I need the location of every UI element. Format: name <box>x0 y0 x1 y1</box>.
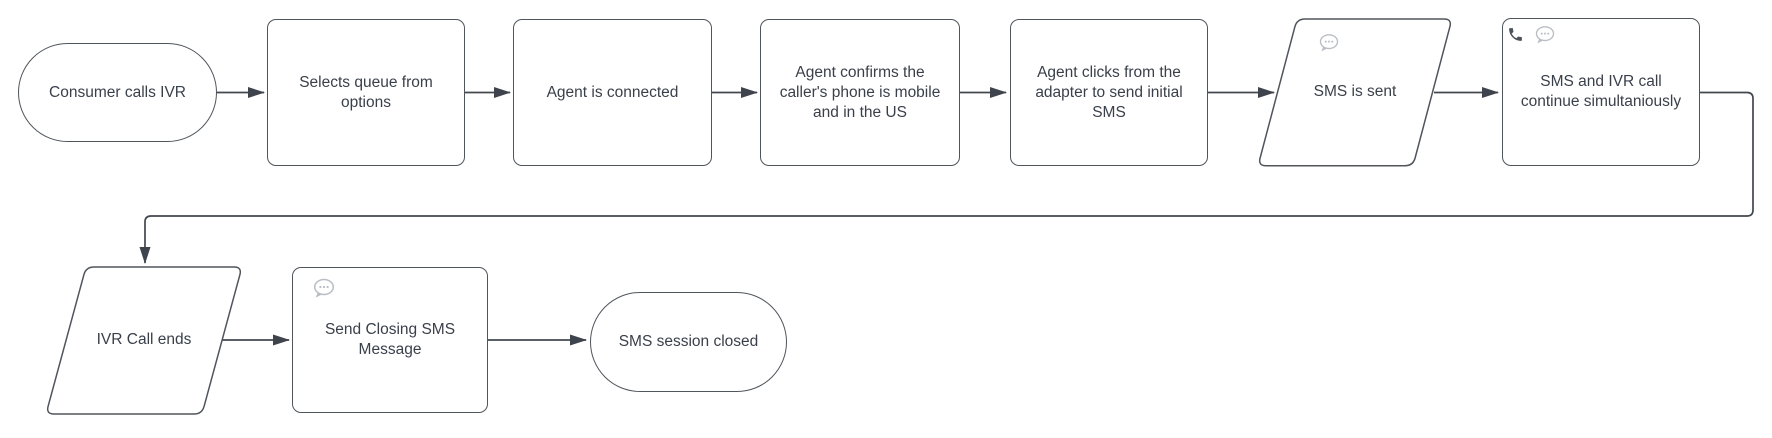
node-label: Agent clicks from the adapter to send in… <box>1035 63 1183 121</box>
node-label: Agent confirms the caller's phone is mob… <box>779 63 941 121</box>
node-sms-ivr-continue[interactable]: SMS and IVR call continue simultaniously <box>1502 18 1700 166</box>
node-selects-queue[interactable]: Selects queue from options <box>267 19 465 166</box>
node-consumer-calls-ivr[interactable]: Consumer calls IVR <box>18 43 217 142</box>
phone-icon <box>1509 28 1522 41</box>
node-label: SMS and IVR call continue simultaniously <box>1520 73 1682 110</box>
node-sms-session-closed[interactable]: SMS session closed <box>590 292 787 392</box>
chat-bubble-icon <box>313 278 335 298</box>
node-label: Agent is connected <box>546 83 679 101</box>
chat-bubble-icon <box>1535 26 1555 44</box>
node-agent-clicks-sms[interactable]: Agent clicks from the adapter to send in… <box>1010 19 1208 166</box>
node-agent-connected[interactable]: Agent is connected <box>513 19 712 166</box>
node-label: Send Closing SMS Message <box>324 321 456 358</box>
node-label: Selects queue from options <box>299 73 433 111</box>
node-ivr-call-ends-label: IVR Call ends <box>96 331 192 348</box>
edge-7 <box>139 91 1754 264</box>
node-agent-confirms[interactable]: Agent confirms the caller's phone is mob… <box>760 19 960 166</box>
node-label: Consumer calls IVR <box>49 83 186 101</box>
node-sms-is-sent-label: SMS is sent <box>1313 83 1397 100</box>
node-label: SMS session closed <box>618 333 759 350</box>
node-ivr-call-ends[interactable] <box>44 265 246 417</box>
node-sms-is-sent[interactable] <box>1252 17 1456 168</box>
chat-bubble-icon <box>1319 34 1339 52</box>
